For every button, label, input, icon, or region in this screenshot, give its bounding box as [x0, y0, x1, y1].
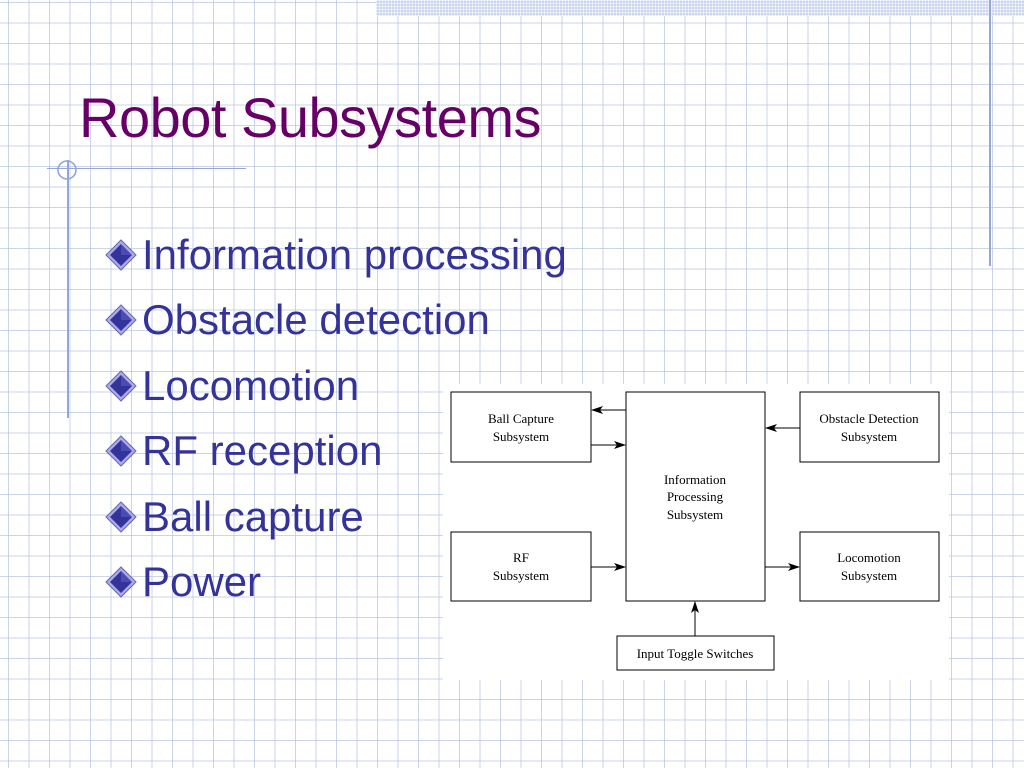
rf-block: RF Subsystem — [450, 531, 592, 602]
rule-circle-ornament — [57, 160, 77, 180]
diamond-bullet-icon — [105, 304, 137, 336]
block-label: Subsystem — [667, 507, 723, 522]
bullet-item: Ball capture — [104, 484, 567, 550]
bullet-text: Information processing — [142, 230, 567, 278]
block-label: Locomotion — [837, 550, 901, 565]
diamond-bullet-icon — [105, 435, 137, 467]
block-label: Subsystem — [841, 568, 897, 583]
block-label: Ball Capture — [488, 411, 554, 426]
bullet-text: RF reception — [142, 427, 383, 475]
block-label: Processing — [667, 489, 724, 504]
diamond-bullet-icon — [105, 566, 137, 598]
bullet-text: Locomotion — [142, 361, 360, 409]
block-label: Subsystem — [841, 429, 897, 444]
slide-title: Robot Subsystems — [79, 86, 541, 149]
svg-text:Input Toggle Switches: Input Toggle Switches — [637, 646, 754, 661]
block-label: Subsystem — [493, 568, 549, 583]
diamond-bullet-icon — [105, 501, 137, 533]
bullet-text: Obstacle detection — [142, 296, 490, 344]
bullet-text: Power — [142, 558, 262, 606]
bullet-item: Power — [104, 550, 567, 616]
block-label: Input Toggle Switches — [637, 646, 754, 661]
block-label: Obstacle Detection — [819, 411, 919, 426]
block-label: Subsystem — [493, 429, 549, 444]
bullet-text: Ball capture — [142, 492, 364, 540]
block-label: Information — [664, 472, 727, 487]
bullet-item: Obstacle detection — [104, 288, 567, 354]
bullet-item: RF reception — [104, 419, 567, 485]
bullet-item: Information processing — [104, 222, 567, 288]
right-vertical-rule — [989, 0, 991, 266]
bullet-list: Information processing Obstacle detectio… — [104, 222, 567, 615]
title-underline-rule — [47, 168, 246, 169]
left-vertical-rule — [67, 160, 69, 418]
block-label: RF — [513, 550, 529, 565]
diamond-bullet-icon — [105, 239, 137, 271]
bullet-item: Locomotion — [104, 353, 567, 419]
header-decor-band — [376, 0, 1024, 16]
input-toggle-switches-block: Input Toggle Switches — [616, 635, 775, 671]
diamond-bullet-icon — [105, 370, 137, 402]
